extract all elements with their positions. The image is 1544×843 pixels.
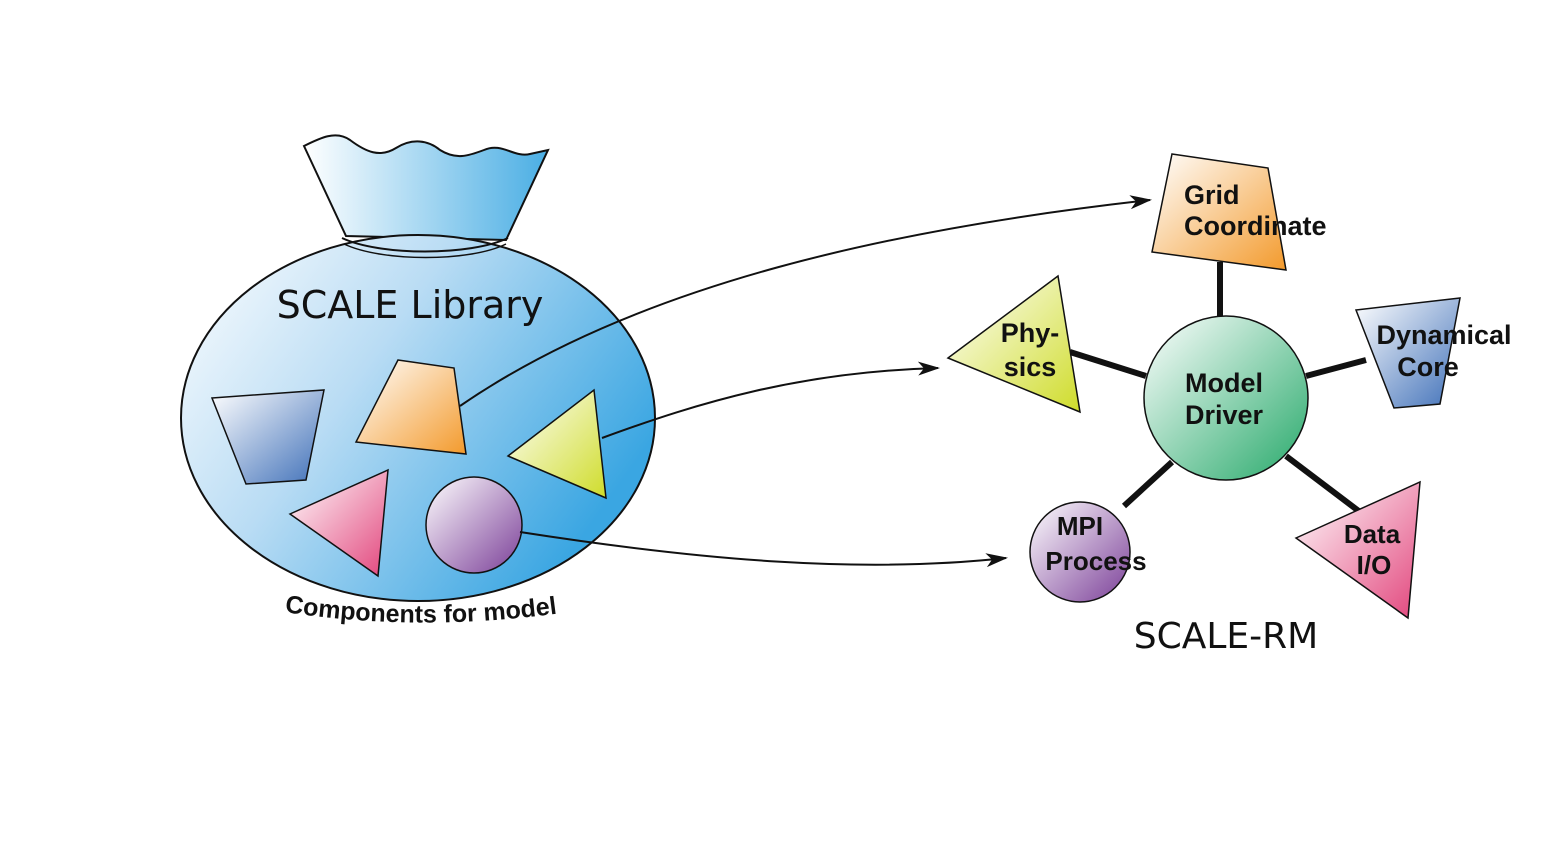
grid-coordinate-label-2: Coordinate	[1184, 211, 1327, 241]
model-spokes	[1069, 262, 1367, 515]
physics-shape	[946, 274, 1081, 414]
grid-coordinate-label-1: Grid	[1184, 180, 1240, 210]
bag-neck	[302, 134, 550, 242]
physics-label-1: Phy-	[1001, 318, 1060, 348]
mpi-process-label-1: MPI	[1057, 511, 1103, 541]
arrow-to-mpi	[519, 531, 1008, 568]
model-driver-label-1: Model	[1185, 368, 1263, 398]
model-driver-shape	[1143, 315, 1309, 481]
mpi-process-label-2: Process	[1045, 546, 1146, 576]
arrow-to-grid	[459, 195, 1152, 407]
dynamical-core-label-2: Core	[1397, 352, 1459, 382]
library-dataio-shape	[288, 468, 389, 578]
model-driver-label-2: Driver	[1185, 400, 1264, 430]
library-grid-shape	[354, 359, 467, 455]
library-dynamical-shape	[210, 389, 325, 485]
physics-label-2: sics	[1004, 352, 1057, 382]
data-io-label-2: I/O	[1357, 550, 1392, 580]
data-io-label-1: Data	[1344, 519, 1401, 549]
bag-tie	[341, 237, 509, 253]
dynamical-core-label-1: Dynamical	[1376, 320, 1511, 350]
library-physics-shape	[506, 388, 607, 500]
library-mpi-shape	[425, 476, 523, 574]
mpi-process-shape	[1029, 501, 1131, 603]
arrow-to-physics	[601, 361, 940, 439]
dynamical-core-shape	[1354, 297, 1461, 409]
library-title: SCALE Library	[277, 283, 544, 327]
model-title: SCALE-RM	[1134, 616, 1318, 657]
grid-coordinate-shape	[1151, 153, 1287, 271]
data-io-shape	[1294, 480, 1421, 620]
